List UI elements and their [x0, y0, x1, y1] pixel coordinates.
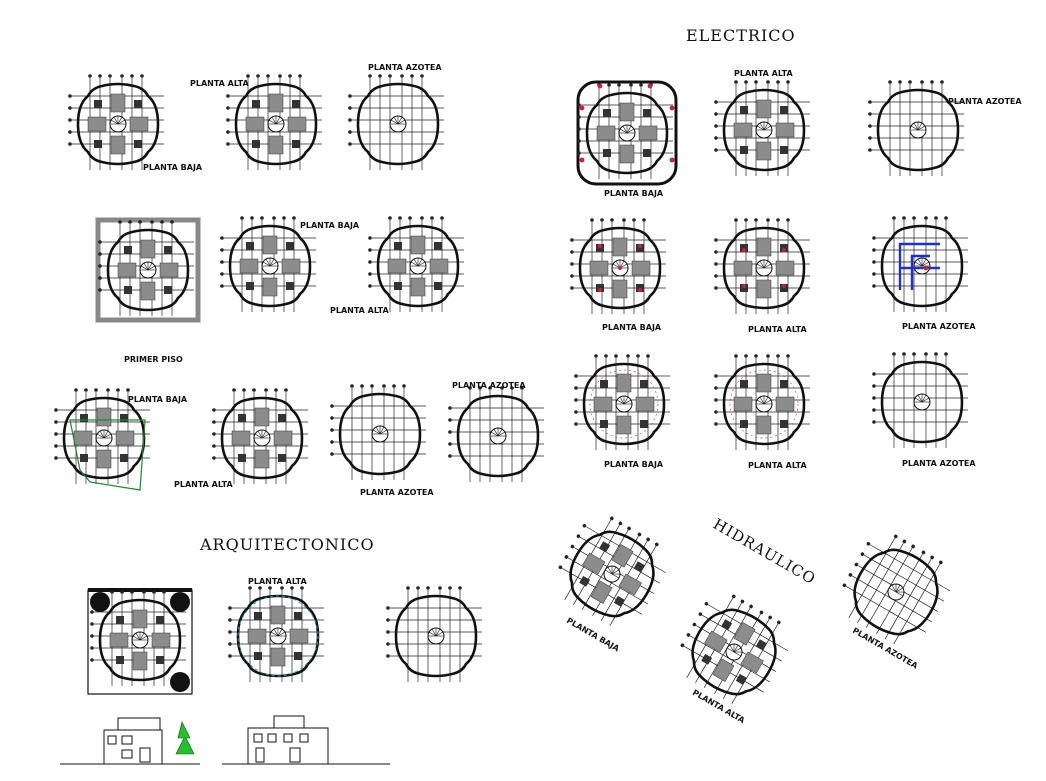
plan-elec-planta-azotea-2 [872, 216, 968, 312]
label-planta-alta-2: PLANTA ALTA [330, 306, 389, 315]
label-planta-azotea-4: PLANTA AZOTEA [452, 381, 526, 390]
plan-hid-planta-alta [668, 584, 799, 715]
plan-elec-planta-baja-3 [574, 354, 670, 450]
plan-elec-planta-baja-2 [570, 218, 666, 314]
elevation-front [60, 717, 200, 765]
label-planta-baja-3: PLANTA BAJA [128, 395, 188, 404]
plan-elec-planta-alta-1 [714, 80, 810, 176]
plan-hid-planta-baja [546, 506, 677, 637]
plan-planta-alta-1 [226, 74, 322, 170]
label-planta-baja-2: PLANTA BAJA [300, 221, 360, 230]
label-elec-planta-azotea-3: PLANTA AZOTEA [902, 459, 976, 468]
plan-planta-alta-3 [212, 388, 308, 484]
section-title-electrico: ELECTRICO [686, 26, 796, 45]
label-hid-planta-baja: PLANTA BAJA [565, 616, 621, 654]
label-elec-planta-azotea-2: PLANTA AZOTEA [902, 322, 976, 331]
plan-planta-baja-3 [54, 388, 150, 491]
plan-hid-planta-azotea [830, 524, 961, 655]
plan-elec-planta-azotea-3 [872, 352, 968, 448]
label-elec-planta-alta-3: PLANTA ALTA [748, 461, 807, 470]
plan-elec-planta-azotea-1 [868, 80, 964, 176]
plan-planta-alta-2 [368, 216, 464, 312]
label-planta-alta-1: PLANTA ALTA [190, 79, 249, 88]
plan-planta-baja-1 [68, 74, 164, 170]
label-planta-baja-1: PLANTA BAJA [143, 163, 203, 172]
label-elec-planta-alta-1: PLANTA ALTA [734, 69, 793, 78]
label-planta-alta-3: PLANTA ALTA [174, 480, 233, 489]
plan-elec-planta-alta-2 [714, 218, 810, 314]
section-title-arquitectonico: ARQUITECTONICO [199, 535, 375, 554]
label-elec-planta-azotea-1: PLANTA AZOTEA [948, 97, 1022, 106]
elevation-side [222, 715, 390, 765]
label-elec-planta-baja-2: PLANTA BAJA [602, 323, 662, 332]
plan-primer-piso [95, 217, 201, 323]
plan-arq-planta-azotea [386, 586, 482, 682]
plan-arq-planta-baja [87, 588, 193, 695]
plan-elec-planta-baja-1 [576, 80, 678, 186]
plan-planta-azotea-3 [330, 384, 426, 480]
label-elec-planta-alta-2: PLANTA ALTA [748, 325, 807, 334]
label-elec-planta-baja-1: PLANTA BAJA [604, 189, 664, 198]
plan-elec-planta-alta-3 [714, 354, 810, 450]
plan-planta-azotea-1 [348, 74, 444, 170]
label-arq-planta-alta: PLANTA ALTA [248, 577, 307, 586]
plan-arq-planta-alta [228, 586, 324, 682]
label-elec-planta-baja-3: PLANTA BAJA [604, 460, 664, 469]
label-planta-azotea-3: PLANTA AZOTEA [360, 488, 434, 497]
label-hid-planta-azotea: PLANTA AZOTEA [851, 626, 920, 671]
section-title-hidraulico: HIDRAULICO [710, 515, 819, 588]
plan-planta-baja-2 [220, 216, 316, 312]
label-planta-azotea-1: PLANTA AZOTEA [368, 63, 442, 72]
label-primer-piso: PRIMER PISO [124, 355, 183, 364]
plan-planta-azotea-4 [448, 386, 544, 482]
